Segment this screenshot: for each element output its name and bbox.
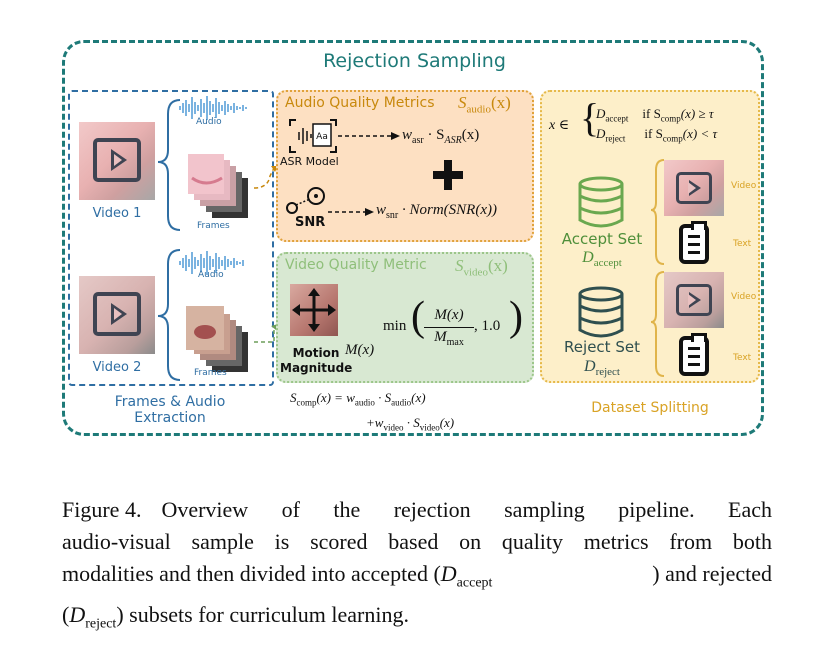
reject-set-symbol: Dreject <box>584 358 620 379</box>
frac-denominator: Mmax <box>434 329 464 348</box>
brace-2 <box>157 249 181 381</box>
text-document-icon <box>679 221 709 264</box>
frames-stack-1 <box>188 154 248 218</box>
frac-numerator: M(x) <box>434 307 464 323</box>
diagram-title: Rejection Sampling <box>323 50 506 72</box>
accept-video-thumbnail <box>664 160 724 216</box>
reject-set-label: Reject Set <box>564 338 640 356</box>
motion-symbol: M(x) <box>345 342 375 358</box>
accept-set-symbol: Daccept <box>582 249 622 270</box>
frac-tail: , 1.0 <box>474 318 501 334</box>
extraction-panel <box>68 90 274 386</box>
audio-score-symbol: Saudio(x) <box>458 93 511 116</box>
asr-icon: Aa <box>289 119 337 153</box>
plus-icon <box>433 160 463 190</box>
waveform-icon <box>179 251 244 275</box>
reject-video-tag: Video <box>731 292 757 302</box>
database-icon <box>578 286 624 338</box>
accept-video-tag: Video <box>731 181 757 191</box>
motion-magnitude-label: Motion Magnitude <box>280 346 353 375</box>
frames-stack-2 <box>186 306 248 372</box>
extraction-caption: Frames & Audio Extraction <box>114 394 226 426</box>
text-document-icon <box>679 333 709 376</box>
database-icon <box>578 176 624 228</box>
right-paren: ) <box>509 294 523 340</box>
waveform-icon <box>179 96 247 120</box>
frac-bar <box>424 327 474 328</box>
caption-line-2: audio-visual sample is scored based on q… <box>62 529 772 554</box>
accept-set-label: Accept Set <box>561 230 643 248</box>
caption-line-4: (Dreject) subsets for curriculum learnin… <box>62 602 409 632</box>
caption-line-3: modalities and then divided into accepte… <box>62 561 772 591</box>
video-2-thumbnail <box>79 276 155 354</box>
snr-arrow <box>328 208 374 216</box>
play-icon <box>93 138 141 182</box>
min-word: min <box>383 318 407 334</box>
composite-line-2: +wvideo · Svideo(x) <box>366 415 455 433</box>
asr-arrow <box>338 132 400 140</box>
extraction-graphics <box>157 96 278 381</box>
video-panel-title: Video Quality Metric <box>285 257 427 273</box>
asr-term: wasr · SASR(x) <box>402 127 480 146</box>
motion-arrows-icon <box>292 288 336 332</box>
snr-icon <box>286 187 325 214</box>
rejection-sampling-frame <box>62 40 764 436</box>
dataset-splitting-caption: Dataset Splitting <box>591 400 709 416</box>
frames-label-1: Frames <box>197 221 230 231</box>
composite-line-1: Scomp(x) = waudio · Saudio(x) <box>290 390 426 408</box>
video-1-label: Video 1 <box>92 206 142 221</box>
video-score-symbol: Svideo(x) <box>455 256 508 279</box>
asr-model-label: ASR Model <box>280 155 339 168</box>
frames-label-2: Frames <box>194 368 227 378</box>
figure-caption: Figure 4. Overview of the rejection samp… <box>62 494 772 641</box>
play-icon <box>676 284 712 316</box>
svg-text:Aa: Aa <box>316 132 328 142</box>
video-2-label: Video 2 <box>92 360 142 375</box>
audio-label-1: Audio <box>196 117 222 127</box>
brace-1 <box>157 99 181 231</box>
x-in: x ∈ <box>549 118 570 133</box>
snr-term: wsnr · Norm(SNR(x)) <box>376 202 497 221</box>
audio-panel-title: Audio Quality Metrics <box>285 95 435 111</box>
split-braces <box>650 159 665 377</box>
cases-brace: { <box>580 95 600 140</box>
reject-text-tag: Text <box>733 353 752 363</box>
play-icon <box>676 172 712 204</box>
dataset-splitting-panel <box>540 90 760 383</box>
play-icon <box>93 292 141 336</box>
left-paren: ( <box>411 294 425 340</box>
audio-label-2: Audio <box>198 270 224 280</box>
snr-label: SNR <box>295 215 326 230</box>
reject-video-thumbnail <box>664 272 724 328</box>
accept-text-tag: Text <box>733 239 752 249</box>
caption-line-1: Figure 4. Overview of the rejection samp… <box>62 497 772 522</box>
video-1-thumbnail <box>79 122 155 200</box>
audio-quality-panel <box>276 90 534 242</box>
